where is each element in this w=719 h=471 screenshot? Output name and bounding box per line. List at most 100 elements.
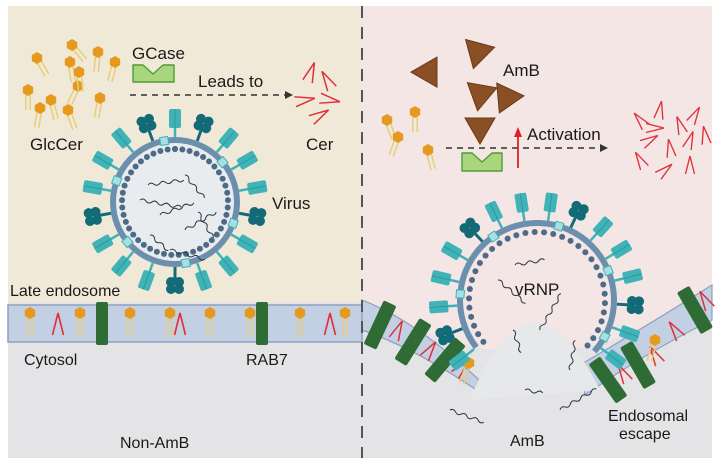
matrix-protein — [476, 260, 483, 267]
spike-head — [633, 304, 644, 315]
matrix-protein — [472, 268, 479, 275]
lipid-head — [409, 106, 421, 118]
ceramide-chains — [419, 341, 437, 362]
spike-line — [114, 130, 128, 146]
matrix-protein — [223, 211, 230, 218]
ceramide — [645, 122, 665, 134]
matrix-protein — [584, 342, 591, 349]
spike-line — [247, 185, 267, 190]
spike-line — [620, 330, 639, 338]
lipid-head — [34, 102, 46, 114]
hemagglutinin-spike — [514, 192, 529, 222]
lipid-head — [124, 307, 136, 319]
amb-molecule — [464, 38, 496, 70]
matrix-protein — [513, 232, 520, 239]
glccer-lipid — [22, 84, 34, 110]
lipid-head — [31, 52, 43, 64]
matrix-protein — [217, 225, 224, 232]
glccer-lipid — [92, 46, 104, 73]
matrix-protein — [172, 146, 178, 152]
matrix-protein — [179, 146, 186, 153]
glccer-lipid — [381, 114, 397, 140]
matrix-protein — [559, 233, 566, 240]
spike-line — [431, 275, 451, 281]
neuraminidase-spike — [616, 295, 645, 315]
hemagglutinin-spike — [455, 289, 466, 299]
rna-strand — [139, 198, 182, 208]
matrix-protein — [211, 163, 218, 170]
matrix-protein — [222, 182, 229, 189]
hemagglutinin-spike — [138, 262, 155, 291]
m2-channel — [455, 289, 466, 299]
gcase-enzyme — [132, 64, 175, 83]
spike-stalk — [147, 129, 155, 142]
m2-channel — [598, 330, 611, 343]
hemagglutinin-spike — [230, 233, 258, 253]
m2-channel — [216, 155, 229, 169]
ceramide — [639, 134, 659, 149]
ceramide — [668, 321, 686, 342]
matrix-protein — [480, 338, 487, 345]
matrix-protein — [567, 237, 574, 244]
rab7-protein — [395, 318, 431, 366]
ceramide-chains — [319, 92, 341, 104]
amb-molecule — [464, 117, 496, 146]
lipid-head — [204, 307, 216, 319]
amb-molecule — [496, 82, 525, 114]
glccer-lipid — [646, 334, 661, 363]
label-virus: Virus — [272, 194, 310, 213]
hemagglutinin-spike — [82, 180, 112, 195]
spike-line — [623, 273, 642, 279]
spike-stalk — [450, 327, 463, 335]
ceramide-chains — [682, 131, 694, 151]
lipid-head — [339, 307, 351, 319]
matrix-protein — [466, 295, 473, 302]
label-amb-bottom: AmB — [510, 433, 545, 450]
spike-head — [166, 277, 176, 287]
matrix-protein — [471, 322, 478, 329]
matrix-protein — [601, 290, 608, 297]
matrix-protein — [594, 327, 601, 334]
spike-stalk — [616, 302, 629, 307]
rna-strand — [568, 340, 576, 371]
matrix-protein — [582, 249, 589, 256]
ceramide — [294, 96, 316, 108]
hemagglutinin-spike — [180, 257, 191, 269]
spike-line — [489, 202, 499, 221]
matrix-protein — [137, 158, 144, 165]
spike-line — [222, 258, 236, 274]
ceramide — [634, 151, 649, 171]
rna-strand — [449, 408, 485, 424]
rab7-protein — [677, 286, 713, 334]
matrix-protein — [119, 189, 126, 196]
lipid-head — [109, 56, 121, 68]
matrix-protein — [157, 148, 164, 155]
label-gcase: GCase — [132, 44, 185, 63]
spike-line — [238, 155, 256, 166]
hemagglutinin-spike — [543, 192, 558, 221]
matrix-protein — [121, 182, 128, 189]
matrix-protein — [496, 240, 503, 247]
spike-head — [634, 296, 645, 307]
spike-head — [578, 204, 589, 215]
activation-up-arrowhead — [514, 127, 522, 137]
matrix-protein — [469, 276, 476, 283]
neuraminidase-spike — [568, 200, 589, 229]
ceramide — [649, 345, 665, 367]
hemagglutinin-spike — [430, 270, 460, 286]
rab7-protein — [256, 302, 268, 345]
rna-strand — [497, 279, 526, 304]
lipid-head — [244, 307, 256, 319]
matrix-protein — [143, 154, 150, 161]
matrix-protein — [186, 148, 193, 155]
matrix-protein — [122, 218, 129, 225]
hemagglutinin-spike — [159, 135, 170, 147]
matrix-protein — [190, 248, 197, 255]
spike-stalk — [614, 277, 625, 282]
spike-head — [254, 216, 265, 227]
matrix-protein — [597, 272, 604, 279]
spike-line — [429, 305, 449, 308]
matrix-protein — [206, 158, 213, 165]
ceramide-chains — [639, 134, 659, 149]
